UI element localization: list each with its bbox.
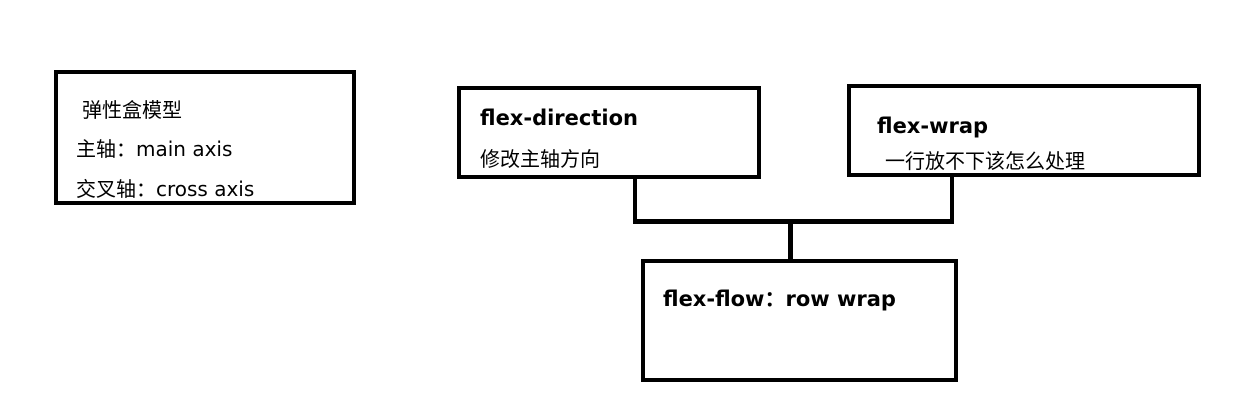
flex-wrap-title: flex-wrap bbox=[877, 114, 989, 138]
connector-from-direction bbox=[633, 179, 637, 224]
connector-horizontal-bar bbox=[633, 219, 954, 224]
flex-direction-description: 修改主轴方向 bbox=[480, 147, 600, 171]
flexbox-model-box: 弹性盒模型 主轴：main axis 交叉轴：cross axis bbox=[54, 70, 356, 205]
flex-flow-box: flex-flow：row wrap bbox=[641, 259, 958, 382]
flex-flow-title: flex-flow：row wrap bbox=[663, 287, 896, 311]
cross-axis-label: 交叉轴：cross axis bbox=[76, 177, 255, 201]
connector-from-wrap bbox=[950, 177, 954, 224]
connector-to-flow bbox=[788, 222, 793, 261]
flex-wrap-description: 一行放不下该怎么处理 bbox=[885, 149, 1085, 173]
flex-direction-title: flex-direction bbox=[480, 106, 638, 130]
flexbox-model-title: 弹性盒模型 bbox=[82, 98, 182, 122]
flex-direction-box: flex-direction 修改主轴方向 bbox=[457, 86, 761, 179]
main-axis-label: 主轴：main axis bbox=[76, 137, 233, 161]
flex-wrap-box: flex-wrap 一行放不下该怎么处理 bbox=[847, 84, 1201, 177]
